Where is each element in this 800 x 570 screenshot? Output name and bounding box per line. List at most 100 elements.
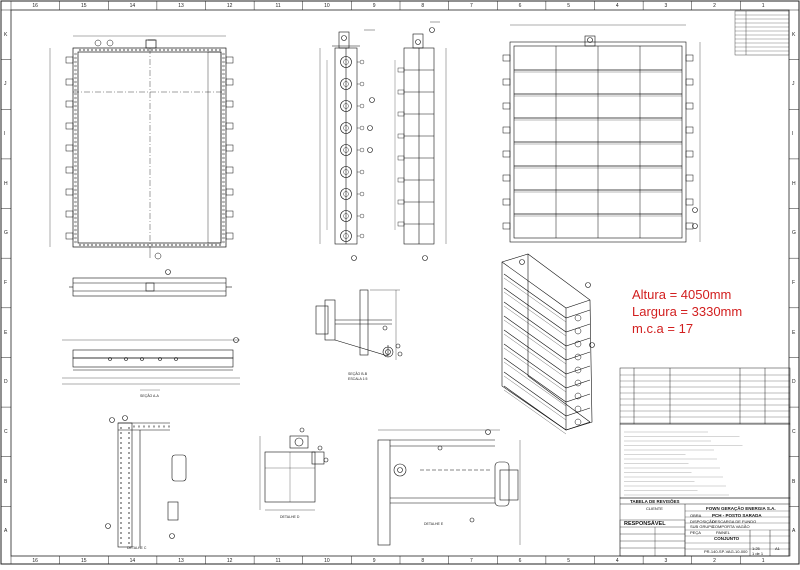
detail-d-caption: DETALHE D: [280, 515, 300, 519]
detail-c: [105, 415, 187, 548]
row-label: C: [792, 428, 796, 435]
part-value: PAINEL: [716, 530, 730, 535]
column-label: 4: [615, 558, 619, 564]
column-label: 12: [226, 558, 233, 564]
column-label: 15: [80, 558, 87, 564]
water-column-label: m.c.a = 17: [632, 321, 694, 336]
detail-d: [259, 427, 329, 511]
height-label: Altura = 4050mm: [632, 287, 732, 302]
row-label: D: [4, 379, 8, 386]
detail-e: [377, 429, 521, 546]
column-label: 1: [761, 558, 765, 564]
column-label: 4: [615, 3, 619, 9]
isometric-view: [501, 253, 595, 435]
sheet-value: 1 de 1: [752, 551, 764, 556]
column-label: 1: [761, 3, 765, 9]
row-label: H: [792, 180, 796, 187]
column-label: 10: [324, 3, 330, 9]
column-ticks: [10, 1, 741, 564]
obra-name: PCH - POSTO SARADA: [712, 513, 762, 518]
drawing-number: PR-140-SP-VAG-10-000: [704, 549, 748, 554]
group-label: SUB GRUPO: [690, 524, 715, 529]
scale-caption: ESCALA 1:5: [348, 377, 368, 381]
row-label: A: [792, 528, 796, 535]
client-label: CLIENTE: [646, 506, 663, 511]
responsibility-table: [619, 519, 686, 557]
row-label: B: [792, 478, 796, 485]
row-label: G: [4, 230, 8, 237]
column-label: 6: [518, 558, 522, 564]
column-label: 5: [567, 558, 570, 564]
column-label: 16: [32, 558, 38, 564]
row-label: J: [4, 81, 7, 88]
column-label: 13: [178, 3, 184, 9]
row-label: A: [4, 528, 8, 535]
section-a-caption: SEÇÃO A-A: [140, 394, 159, 398]
obra-label: OBRA: [690, 513, 702, 518]
column-label: 14: [129, 3, 136, 9]
row-label: C: [4, 428, 8, 435]
section-b-caption: SEÇÃO B-B: [348, 372, 368, 376]
column-label: 13: [178, 558, 184, 564]
row-label: G: [792, 230, 796, 237]
row-label: K: [4, 31, 8, 38]
column-label: 14: [129, 558, 136, 564]
column-label: 8: [421, 3, 425, 9]
side-view-bolts: [319, 29, 375, 261]
top-view: [69, 269, 232, 297]
front-view: [49, 35, 234, 260]
row-label: F: [792, 280, 796, 286]
assembly-label: CONJUNTO: [714, 536, 740, 541]
disposicao-value: DESCARGA DE FUNDO: [712, 519, 757, 524]
row-label: E: [792, 329, 796, 336]
title-block: [619, 367, 791, 557]
row-label: E: [4, 329, 8, 336]
column-label: 6: [518, 3, 522, 9]
revision-table-top: [734, 10, 790, 56]
revision-table-label: TABELA DE REVISÕES: [630, 499, 680, 504]
width-label: Largura = 3330mm: [632, 304, 743, 319]
detail-c-caption: DETALHE C: [127, 546, 147, 550]
client-name: FOWN GERAÇÃO ENERGIA S.A.: [706, 506, 776, 511]
column-label: 15: [80, 3, 87, 9]
row-label: K: [792, 31, 796, 38]
row-label: I: [4, 131, 6, 138]
row-label: J: [792, 81, 795, 88]
column-label: 5: [567, 3, 570, 9]
row-label: I: [792, 131, 794, 138]
column-label: 10: [324, 558, 330, 564]
column-label: 11: [275, 3, 281, 9]
group-value: COMPORTA VAGÃO: [712, 524, 750, 529]
column-label: 2: [713, 558, 716, 564]
column-label: 11: [275, 558, 281, 564]
column-label: 8: [421, 558, 425, 564]
responsible-label: RESPONSÁVEL: [624, 521, 666, 527]
format-value: A1: [775, 546, 780, 551]
row-label: H: [4, 180, 8, 187]
column-label: 3: [664, 3, 668, 9]
disposicao-label: DISPOSIÇÃO: [690, 519, 715, 524]
rear-grid-view: [502, 24, 701, 243]
column-label: 7: [469, 558, 473, 564]
scale-value: 1:25: [752, 546, 760, 551]
side-view-section: [394, 21, 447, 261]
column-label: 16: [32, 3, 38, 9]
row-label: B: [4, 478, 8, 485]
section-a-a: [62, 337, 240, 391]
dimensions-annotation: Altura = 4050mm Largura = 3330mm m.c.a =…: [632, 286, 742, 337]
column-label: 3: [664, 558, 668, 564]
column-label: 12: [226, 3, 233, 9]
part-label: PEÇA: [690, 530, 701, 535]
row-ticks: [1, 9, 799, 507]
column-label: 2: [713, 3, 716, 9]
row-label: F: [4, 280, 8, 286]
detail-b: [315, 289, 403, 360]
column-label: 7: [469, 3, 473, 9]
column-label: 9: [372, 558, 376, 564]
detail-e-caption: DETALHE E: [424, 522, 444, 526]
column-label: 9: [372, 3, 376, 9]
row-label: D: [792, 379, 796, 386]
